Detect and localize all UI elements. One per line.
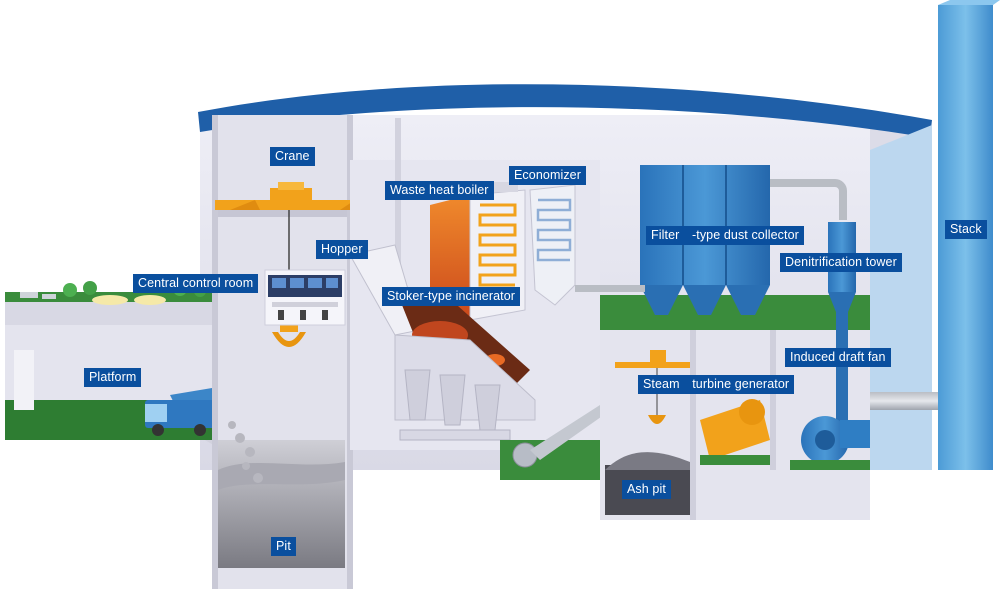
label-induced-draft-fan: Induced draft fan (785, 348, 891, 367)
label-hopper: Hopper (316, 240, 368, 259)
falling-waste (228, 421, 263, 483)
label-economizer: Economizer (509, 166, 586, 185)
control-room (264, 269, 346, 326)
label-steam-turbine-generator: Steam turbine generator (638, 375, 795, 394)
label-ash-pit: Ash pit (622, 480, 671, 499)
label-platform: Platform (84, 368, 142, 387)
label-pit: Pit (271, 537, 296, 556)
label-crane: Crane (270, 147, 315, 166)
ash-conveyor (500, 405, 608, 480)
roof (198, 84, 932, 138)
label-waste-heat-boiler: Waste heat boiler (385, 181, 494, 200)
label-stoker-type-incinerator: Stoker-type incinerator (382, 287, 521, 306)
flue-duct (870, 392, 940, 410)
label-denitrification-tower: Denitrification tower (780, 253, 902, 272)
ash-hoppers (399, 369, 511, 441)
flue-gas-treatment (575, 165, 870, 330)
label-central-control-room: Central control room (133, 274, 259, 293)
label-stack: Stack (945, 220, 987, 239)
label-filter-dust-collector: Filter -type dust collector (646, 226, 804, 245)
economizer (529, 184, 576, 306)
filter-dust-collector (640, 165, 770, 315)
steam-turbine-generator (700, 399, 770, 465)
induced-draft-fan (790, 312, 870, 470)
crane-grab (272, 322, 306, 347)
ash-pit (605, 350, 690, 515)
